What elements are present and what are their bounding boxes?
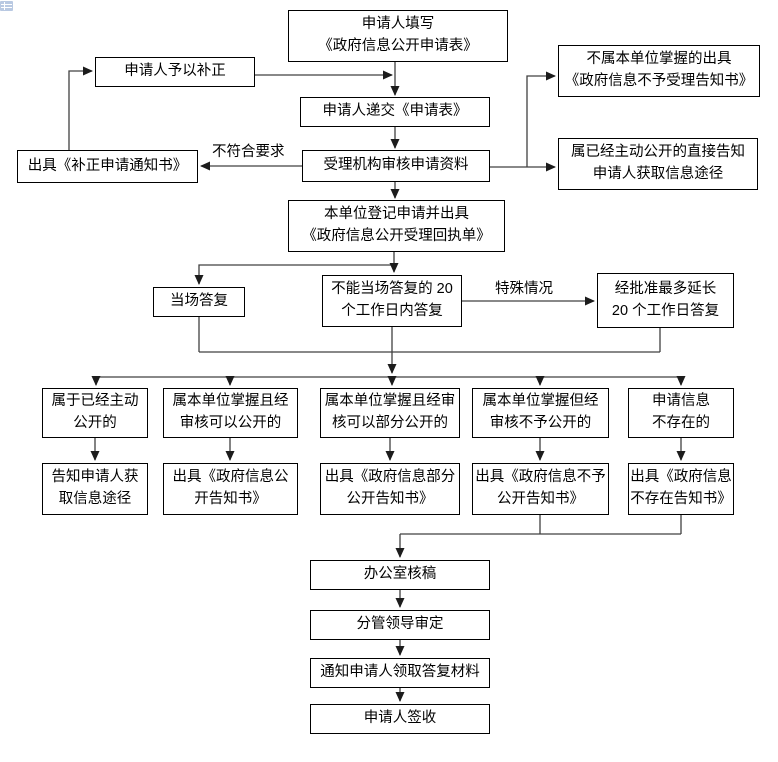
- node-sign-receipt: 申请人签收: [310, 704, 490, 734]
- edge-label-unqualified: 不符合要求: [212, 144, 285, 160]
- node-on-spot: 当场答复: [153, 287, 245, 317]
- node-act-refusal-notice: 出具《政府信息不予 公开告知书》: [472, 463, 609, 515]
- node-review: 受理机构审核申请资料: [302, 150, 490, 182]
- node-within-20-days: 不能当场答复的 20 个工作日内答复: [322, 275, 462, 327]
- node-already-public: 属已经主动公开的直接告知 申请人获取信息途径: [558, 138, 758, 190]
- node-cond-partial-disclose: 属本单位掌握且经审 核可以部分公开的: [320, 388, 460, 438]
- node-notify-collect: 通知申请人领取答复材料: [310, 658, 490, 688]
- node-fill-form: 申请人填写 《政府信息公开申请表》: [288, 10, 508, 62]
- edge-label-special-case: 特殊情况: [495, 281, 553, 297]
- node-act-partial-notice: 出具《政府信息部分 公开告知书》: [320, 463, 460, 515]
- node-leader-approve: 分管领导审定: [310, 610, 490, 640]
- node-cond-not-exist: 申请信息 不存在的: [628, 388, 734, 438]
- node-cond-already-public: 属于已经主动 公开的: [42, 388, 148, 438]
- node-act-disclosure-notice: 出具《政府信息公 开告知书》: [163, 463, 298, 515]
- node-office-check: 办公室核稿: [310, 560, 490, 590]
- node-submit-form: 申请人递交《申请表》: [300, 97, 490, 127]
- node-correct: 申请人予以补正: [95, 57, 255, 87]
- node-correct-notice: 出具《补正申请通知书》: [17, 150, 198, 183]
- node-cond-can-disclose: 属本单位掌握且经 审核可以公开的: [163, 388, 298, 438]
- node-act-inform-channel: 告知申请人获 取信息途径: [42, 463, 148, 515]
- node-extend-20-days: 经批准最多延长 20 个工作日答复: [597, 273, 734, 328]
- node-act-not-exist-notice: 出具《政府信息 不存在告知书》: [628, 463, 734, 515]
- node-not-held: 不属本单位掌握的出具 《政府信息不予受理告知书》: [558, 45, 760, 97]
- node-cond-no-disclose: 属本单位掌握但经 审核不予公开的: [472, 388, 609, 438]
- table-icon: [0, 1, 13, 11]
- node-register: 本单位登记申请并出具 《政府信息公开受理回执单》: [288, 200, 505, 252]
- flow-arrows: [68, 62, 686, 702]
